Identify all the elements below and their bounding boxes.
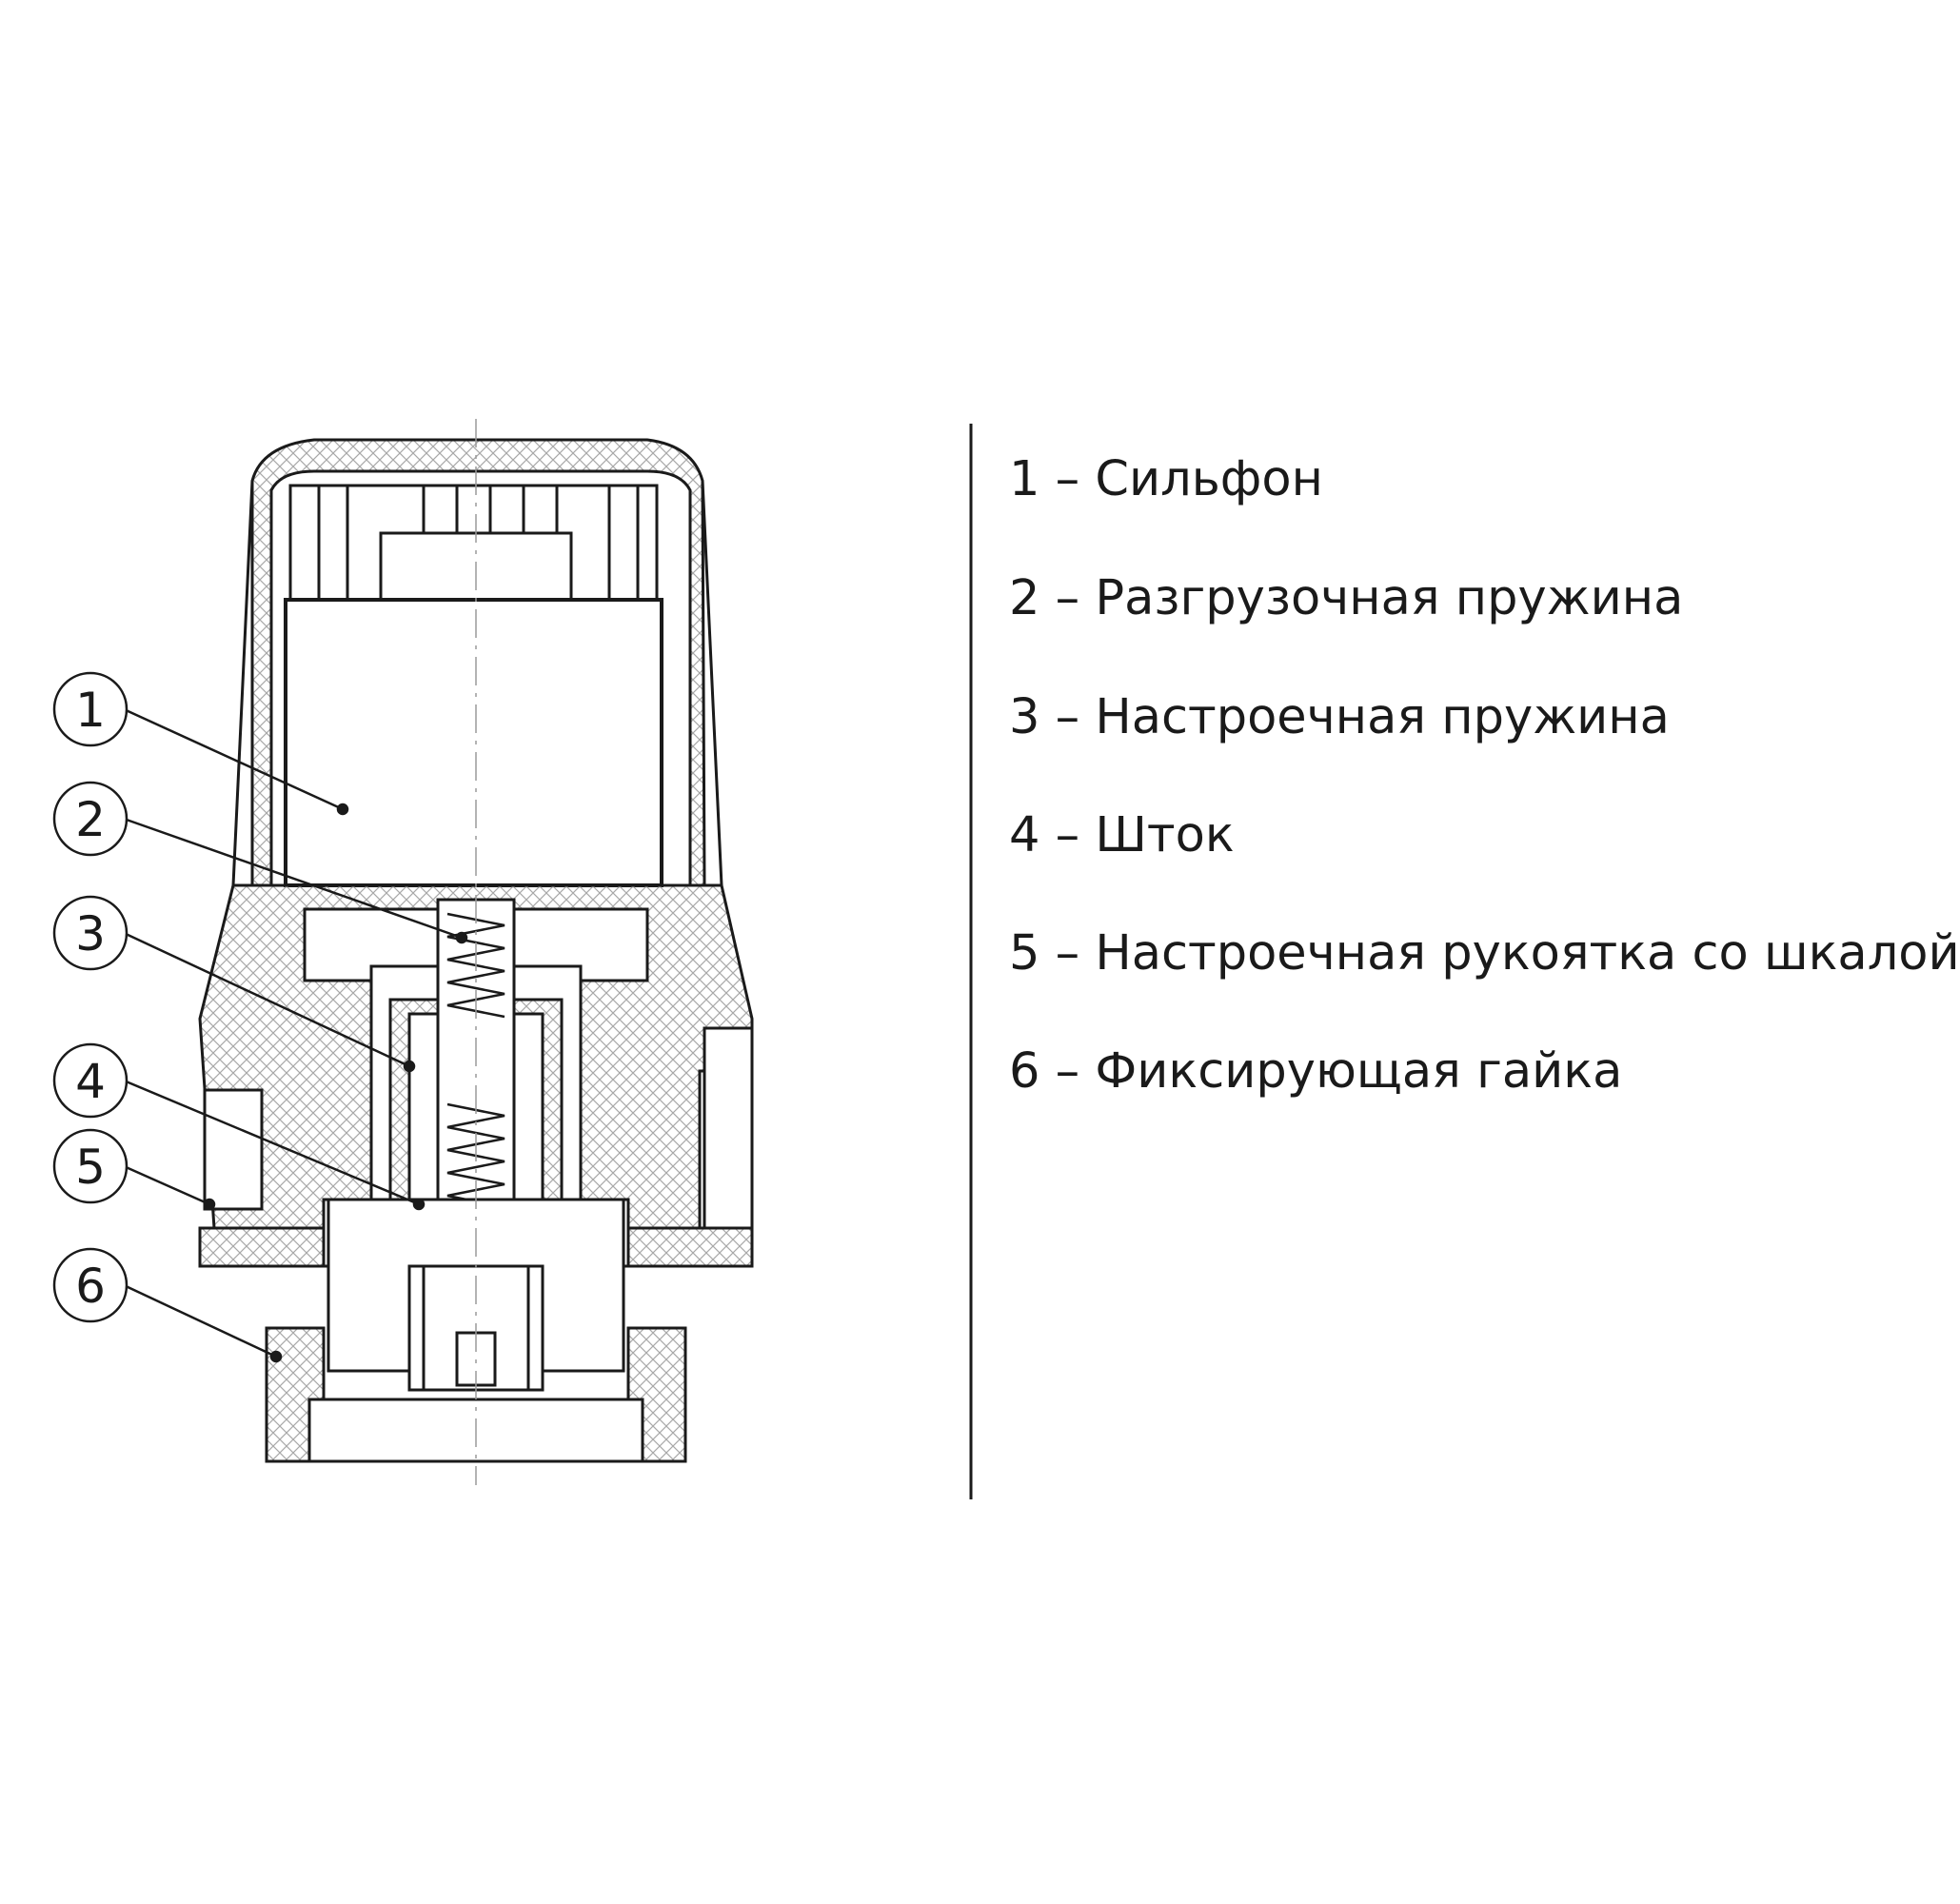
callout-3: 3	[52, 895, 129, 971]
callout-3-label: 3	[75, 906, 106, 962]
adjust-handle-left	[203, 1088, 264, 1211]
thermostatic-head-section-drawing: 1 2 3 4 5 6	[52, 419, 973, 1499]
legend-item-3: 3 – Настроечная пружина	[1009, 689, 1670, 745]
cap-outline	[231, 480, 723, 886]
callout-5: 5	[52, 1128, 129, 1204]
adjust-handle-right	[703, 1026, 754, 1230]
callout-6-label: 6	[75, 1259, 106, 1314]
callout-4-label: 4	[75, 1054, 106, 1109]
legend-item-4: 4 – Шток	[1009, 807, 1235, 863]
callout-6: 6	[52, 1247, 129, 1323]
legend-item-2: 2 – Разгрузочная пружина	[1009, 570, 1684, 626]
callout-1-label: 1	[75, 683, 106, 738]
callout-2: 2	[52, 781, 129, 857]
legend-item-5: 5 – Настроечная рукоятка со шкалой	[1009, 925, 1960, 982]
valve-head-body	[198, 419, 754, 1485]
callout-1: 1	[52, 671, 129, 747]
cap-ribs	[288, 484, 659, 602]
callout-2-label: 2	[75, 792, 106, 847]
legend-item-6: 6 – Фиксирующая гайка	[1009, 1043, 1623, 1100]
callout-5-label: 5	[75, 1140, 106, 1195]
bellows	[284, 598, 663, 887]
legend-item-1: 1 – Сильфон	[1009, 451, 1323, 507]
leader-lines	[123, 707, 468, 1363]
callout-4: 4	[52, 1042, 129, 1119]
